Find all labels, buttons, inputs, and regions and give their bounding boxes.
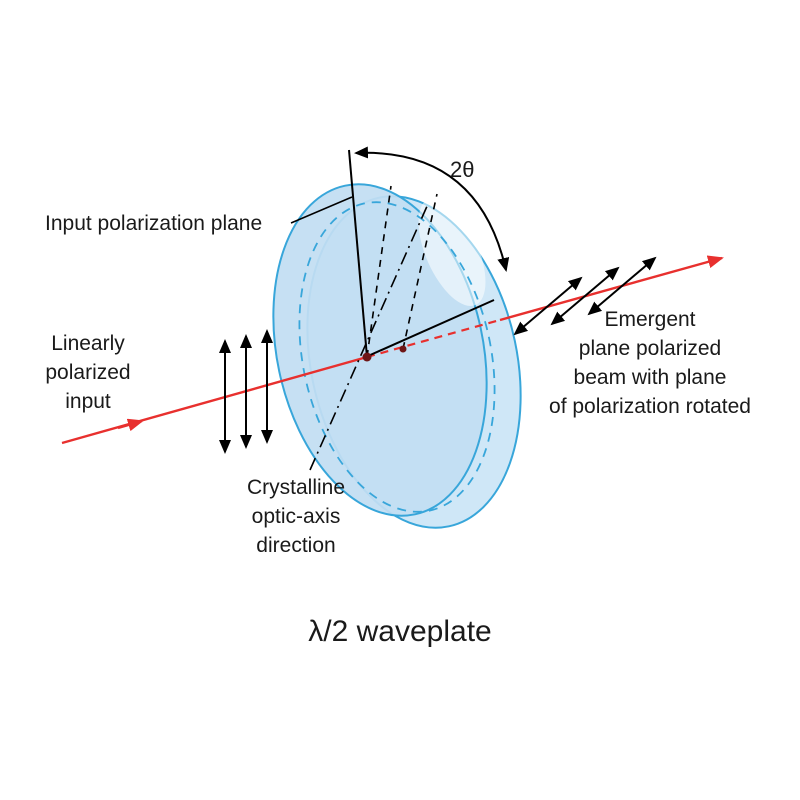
rotation-angle-label: 2θ bbox=[450, 157, 474, 182]
label-line: Emergent bbox=[604, 308, 695, 331]
input-polarization-arrows bbox=[219, 329, 273, 454]
emergent-polarization-arrow bbox=[587, 256, 657, 316]
label-line: direction bbox=[256, 534, 335, 557]
text-labels: Input polarization plane 2θ Linearly pol… bbox=[45, 157, 751, 648]
beam-entry-dot bbox=[362, 352, 372, 362]
construction-lines bbox=[290, 146, 510, 471]
beam-exit-dot bbox=[399, 345, 407, 353]
beam-inside-disk-dashed bbox=[366, 318, 501, 359]
linearly-polarized-input-label: Linearly polarized input bbox=[45, 332, 130, 413]
input-polarization-plane-label: Input polarization plane bbox=[45, 212, 262, 235]
rotated-polarization-plane-line bbox=[367, 299, 495, 357]
label-line: polarized bbox=[45, 361, 130, 384]
beam-direction-arrow bbox=[117, 418, 144, 432]
rotation-angle-arc bbox=[354, 146, 510, 272]
emergent-beam-label: Emergent plane polarized beam with plane… bbox=[549, 308, 751, 418]
emergent-polarization-arrows bbox=[513, 256, 657, 336]
label-line: Linearly bbox=[51, 332, 125, 355]
label-line: Crystalline bbox=[247, 476, 345, 499]
crystalline-optic-axis-label: Crystalline optic-axis direction bbox=[247, 476, 345, 557]
label-line: optic-axis bbox=[252, 505, 341, 528]
label-line: of polarization rotated bbox=[549, 395, 751, 418]
label-line: input bbox=[65, 390, 111, 413]
beam-incoming-segment bbox=[61, 355, 368, 445]
diagram-title: λ/2 waveplate bbox=[308, 615, 491, 648]
label-pointer-line bbox=[290, 196, 353, 224]
label-line: plane polarized bbox=[579, 337, 721, 360]
label-line: beam with plane bbox=[574, 366, 727, 389]
emergent-polarization-arrow bbox=[513, 276, 583, 336]
